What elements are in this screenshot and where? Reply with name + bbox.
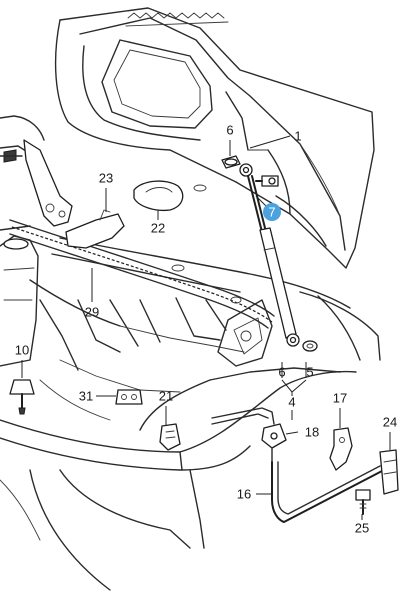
- callout-23: 23: [99, 171, 113, 186]
- hood-pad-22: [133, 180, 184, 212]
- callout-25: 25: [355, 521, 369, 536]
- clip-31: [115, 389, 143, 405]
- grommets: [171, 184, 242, 304]
- callout-17: 17: [333, 391, 347, 406]
- callout-1: 1: [294, 129, 301, 144]
- callout-16: 16: [237, 487, 251, 502]
- callout-6-bottom: 6: [278, 365, 285, 380]
- highlight-marker-7: [263, 203, 281, 221]
- valve-24: [379, 449, 399, 495]
- coolant-reservoir: [0, 235, 39, 367]
- leader-lines: [21, 135, 391, 520]
- callout-4: 4: [288, 395, 295, 410]
- callout-31: 31: [79, 389, 93, 404]
- bracket-23: [65, 209, 125, 249]
- screw-25: [355, 489, 371, 515]
- bolt-top: [255, 175, 279, 187]
- callout-29: 29: [85, 305, 99, 320]
- callout-7: 7: [268, 205, 275, 220]
- clip-6-top: [221, 155, 241, 169]
- callout-22: 22: [151, 221, 165, 236]
- hood-hinge-left: [0, 139, 73, 227]
- rubber-buffer-10: [9, 379, 35, 415]
- hood-panel: [54, 7, 375, 269]
- seal-strip-29: [9, 219, 275, 329]
- washer-hose-upper: [211, 407, 275, 425]
- callout-24: 24: [383, 415, 397, 430]
- callout-10: 10: [15, 343, 29, 358]
- gas-strut-7: [239, 163, 300, 347]
- callout-labels: 1 6 7 23 22 29 10 31 21 6 5 4 18 17 24 1…: [15, 123, 397, 536]
- callout-18: 18: [305, 425, 319, 440]
- clip-21: [159, 423, 181, 451]
- engine-bay-body: [0, 115, 381, 591]
- callout-6-top: 6: [226, 123, 233, 138]
- connector-17: [329, 427, 353, 471]
- callout-21: 21: [159, 389, 173, 404]
- callout-5: 5: [306, 365, 313, 380]
- washer-hose-16: [271, 461, 385, 523]
- washer-nozzle-18: [261, 423, 287, 463]
- clip-5: [302, 340, 318, 352]
